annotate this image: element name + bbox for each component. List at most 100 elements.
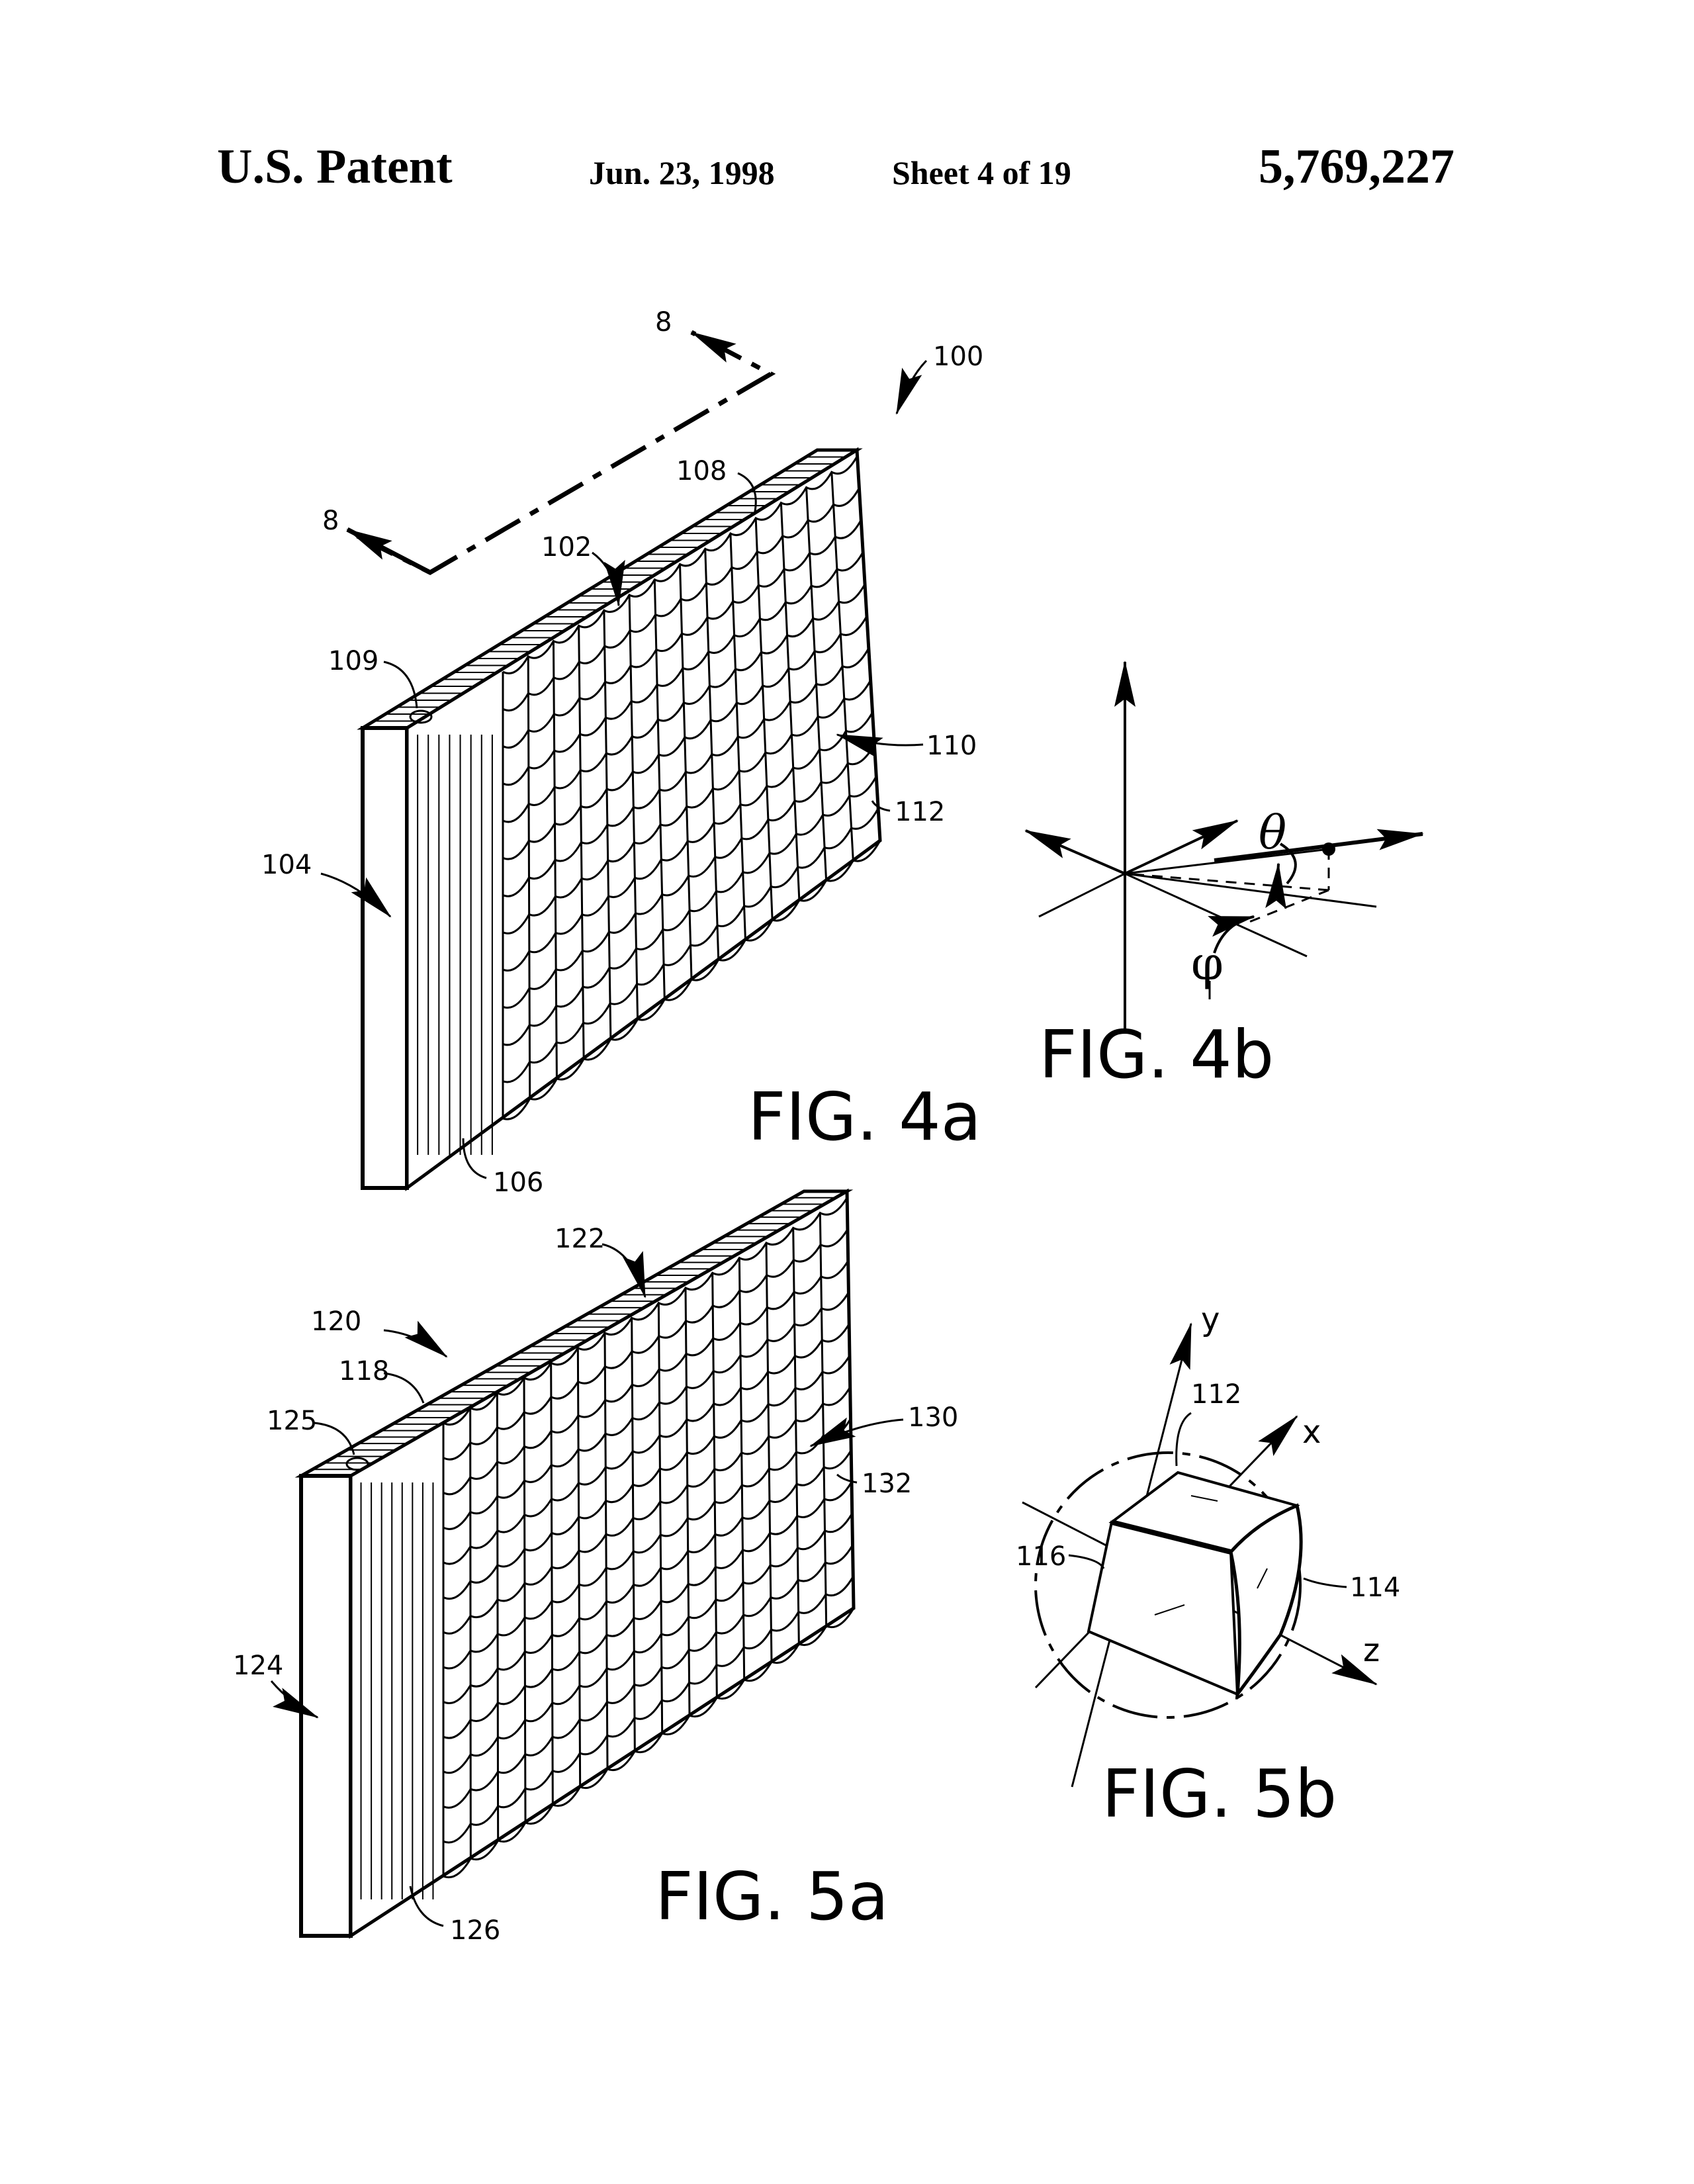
leader-109 [383,660,418,709]
lens-row-arc [443,1544,854,1809]
glint-2 [1154,1604,1185,1615]
vector-line [1124,848,1329,875]
lens-row-arc [502,552,864,786]
label-phi: φ [1191,936,1224,991]
panel-side-hatching [417,735,493,1155]
projection-line [1124,872,1329,891]
lens-row-arc [502,648,869,897]
lens-curved-face [1229,1503,1303,1700]
leader-124 [270,1680,319,1719]
lens-row-arc [502,456,858,674]
lens-column-line [496,1392,500,1841]
lens-column-line [765,1242,773,1662]
label-section-8-left: 8 [322,506,339,536]
label-section-8-top: 8 [655,307,672,338]
lens-row-arc [443,1576,854,1844]
axis-back [1038,872,1126,918]
vector-arrow [1214,829,1424,862]
lens-column-line [631,1318,636,1752]
lens-row-arc [443,1608,855,1878]
lens-column-line [846,1197,855,1609]
fig-4a-drawing: 8 8 100 108 102 109 110 112 104 106 FIG.… [261,307,983,1198]
panel5-side-hatching [360,1482,434,1899]
leader-112 [871,800,891,812]
panel5-front-face [349,1188,856,1939]
leader-126 [409,1886,444,1927]
fig-5b-drawing: y x z 112 116 114 FIG. 5b [1016,1301,1400,1833]
lens-row-arc [502,807,879,1083]
axis-left [1024,829,1126,875]
label-112: 112 [895,797,945,827]
lens-row-arc [443,1260,849,1496]
glint-3 [1257,1568,1268,1589]
lens-row-arc [443,1323,850,1565]
leader-5b-112 [1175,1412,1192,1467]
hole-109 [409,709,433,724]
label-126: 126 [450,1915,500,1946]
leader-106 [462,1138,487,1179]
label-120: 120 [311,1306,361,1337]
label-130: 130 [908,1402,958,1433]
label-118: 118 [339,1356,389,1387]
label-y: y [1201,1301,1220,1338]
lens-column-line [550,1363,554,1805]
lens-column-line [711,1273,718,1698]
section-line-8 [356,330,776,575]
leader-118 [383,1372,425,1404]
leader-130 [809,1417,904,1447]
panel-side-edge [361,726,409,1190]
axis-right [1124,872,1377,908]
leader-110 [836,733,924,758]
lens-column-line [523,1377,527,1823]
label-125: 125 [267,1406,317,1436]
label-x: x [1302,1414,1321,1451]
label-106: 106 [493,1167,543,1198]
lens-row-arc [443,1513,853,1774]
label-104: 104 [261,850,312,880]
lens-row-arc [502,840,881,1120]
axis-down-right [1124,872,1308,958]
caption-fig-5a: FIG. 5a [655,1858,889,1935]
lens-row-arc [502,520,862,749]
lens-edge [1111,1520,1231,1555]
patent-date: Jun. 23, 1998 [589,154,775,191]
lens-column-line [792,1228,800,1645]
glint-1 [1190,1495,1218,1502]
label-109: 109 [328,646,379,676]
label-theta: θ [1259,805,1286,860]
leader-114 [1303,1577,1347,1588]
leader-120 [383,1320,448,1358]
label-110: 110 [926,731,977,761]
label-116: 116 [1016,1541,1066,1572]
caption-fig-5b: FIG. 5b [1102,1755,1337,1833]
leader-122 [602,1243,646,1298]
label-114: 114 [1350,1572,1400,1603]
leader-100 [895,359,928,415]
section-arrow-8-left [346,527,431,575]
lens-row-arc [443,1449,852,1704]
label-108: 108 [676,456,727,486]
lens-row-arc [502,615,868,860]
leader-104 [320,872,392,918]
label-102: 102 [541,532,592,563]
caption-fig-4b: FIG. 4b [1039,1016,1274,1093]
lens-row-arc [502,680,871,934]
label-122: 122 [555,1224,605,1254]
theta-arrow [1265,862,1287,909]
reference-circle [1034,1451,1302,1719]
lens-column-line [684,1287,691,1716]
lens-column-line [657,1302,664,1734]
panel5-top-hatching [312,1197,836,1471]
leader-116 [1068,1554,1105,1569]
fig-4b-drawing: θ φ FIG. 4b [1024,660,1424,1093]
patent-number: 5,769,227 [1259,140,1454,194]
lens-row-arc [502,584,866,823]
leader-102 [592,551,625,607]
fig-5a-drawing: 122 120 118 125 130 132 124 126 FIG. 5a [233,1188,958,1946]
lens-row-arc [443,1418,852,1670]
lens-column-line [738,1257,746,1680]
lens-row-arc [443,1228,849,1461]
lens-row-arc [502,776,877,1046]
lens-row-arc [443,1292,850,1530]
